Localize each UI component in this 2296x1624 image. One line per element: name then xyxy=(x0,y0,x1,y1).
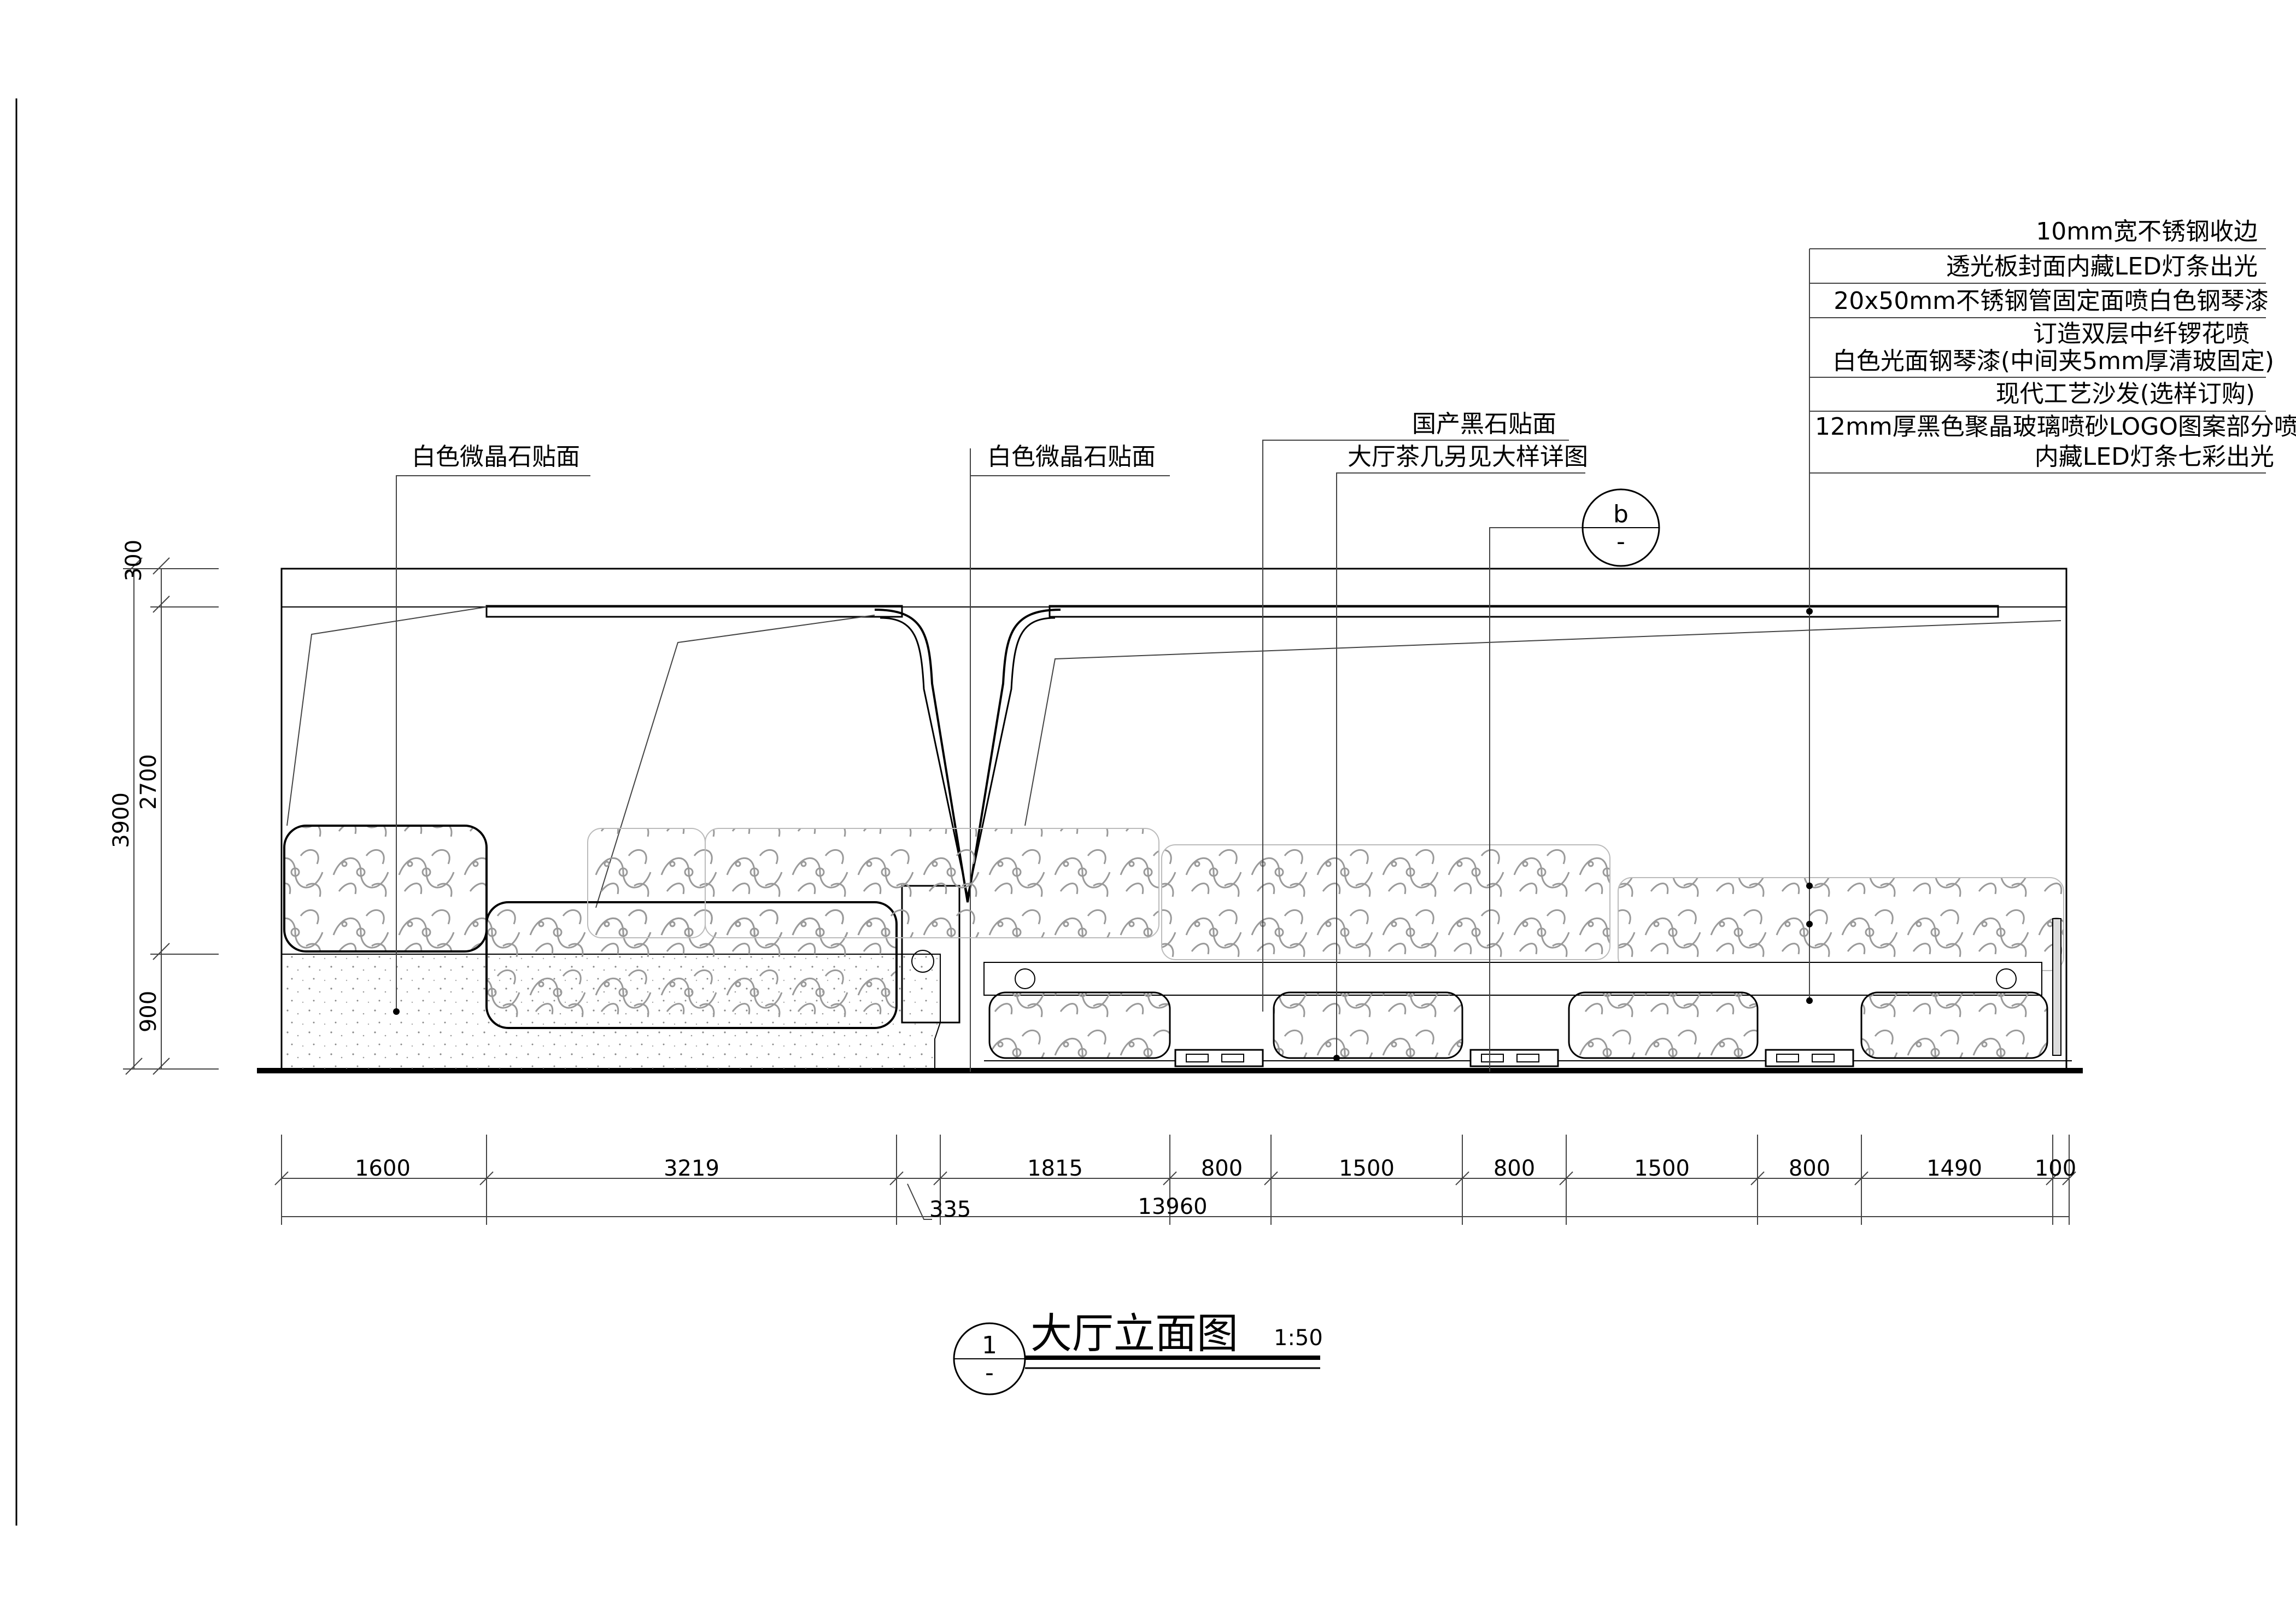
sofa-1 xyxy=(988,991,1171,1059)
dim-h-800-a: 800 xyxy=(1201,1156,1243,1181)
label-black-stone: 国产黑石贴面 xyxy=(1412,410,1556,438)
perspective-line-2 xyxy=(595,615,875,908)
title-number: 1 xyxy=(982,1331,997,1359)
vertical-dimensions: 3900 300 2700 900 xyxy=(109,540,219,1075)
drawing-title: 1 - 大厅立面图 1:50 xyxy=(953,1309,1323,1395)
dim-v-300: 300 xyxy=(121,540,147,581)
left-sofa-back xyxy=(283,825,488,953)
column-base-light xyxy=(911,950,934,973)
right-note-2: 透光板封面内藏LED灯条出光 xyxy=(1946,253,2258,281)
dim-h-1815: 1815 xyxy=(1027,1156,1083,1181)
dim-tick xyxy=(889,1171,904,1185)
label-coffee-table-detail: 大厅茶几另见大样详图 xyxy=(1348,443,1588,471)
sofa-2 xyxy=(1273,991,1463,1059)
dim-offset-335: 335 xyxy=(929,1197,971,1222)
elevation xyxy=(257,448,2083,1073)
dim-tick xyxy=(479,1171,494,1185)
dim-v-2700: 2700 xyxy=(136,754,161,810)
right-note-1: 10mm宽不锈钢收边 xyxy=(2036,218,2258,246)
side-post xyxy=(2052,918,2061,1056)
dim-h-3219: 3219 xyxy=(664,1156,719,1181)
right-note-7: 12mm厚黑色聚晶玻璃喷砂LOGO图案部分喷 xyxy=(1815,413,2296,441)
title-scale: 1:50 xyxy=(1274,1325,1323,1351)
dim-tick xyxy=(274,1171,289,1185)
dim-h-1490: 1490 xyxy=(1926,1156,1982,1181)
dim-tick xyxy=(1455,1171,1469,1185)
sofa-4 xyxy=(1860,991,2048,1059)
right-sofas xyxy=(983,918,2072,1061)
dim-tick xyxy=(1163,1171,1177,1185)
dim-h-800-c: 800 xyxy=(1789,1156,1830,1181)
label-white-crystal-stone-center: 白色微晶石贴面 xyxy=(987,443,1156,471)
section-marker-sub: - xyxy=(1616,528,1625,556)
dim-tick xyxy=(1750,1171,1765,1185)
right-note-8: 内藏LED灯条七彩出光 xyxy=(2035,443,2274,471)
section-marker-letter: b xyxy=(1613,500,1629,528)
right-note-5: 白色光面钢琴漆(中间夹5mm厚清玻固定) xyxy=(1832,347,2274,375)
dim-h-1500-a: 1500 xyxy=(1339,1156,1395,1181)
led-strip-left xyxy=(485,605,903,618)
right-note-4: 订造双层中纤锣花喷 xyxy=(2033,320,2250,348)
right-annotations: 10mm宽不锈钢收边 透光板封面内藏LED灯条出光 20x50mm不锈钢管固定面… xyxy=(1815,218,2296,471)
dim-tick xyxy=(2062,1171,2076,1185)
section-marker-b: b - xyxy=(1582,488,1660,567)
dim-h-1500-b: 1500 xyxy=(1634,1156,1690,1181)
dim-tick xyxy=(1854,1171,1869,1185)
label-white-crystal-stone-left: 白色微晶石贴面 xyxy=(412,443,580,471)
dim-tick xyxy=(933,1171,947,1185)
dim-v-900: 900 xyxy=(136,991,161,1032)
dim-tick xyxy=(2046,1171,2060,1185)
leader-lines xyxy=(393,248,2266,1072)
horizontal-dimensions: 1600 3219 1815 800 1500 800 1500 800 149… xyxy=(274,1135,2076,1225)
dim-h-100: 100 xyxy=(2035,1156,2076,1181)
right-note-6: 现代工艺沙发(选样订购) xyxy=(1996,380,2255,408)
perspective-line-3 xyxy=(1024,620,2061,826)
carved-screen xyxy=(587,828,2064,971)
perspective-line-1 xyxy=(286,606,487,826)
title-sub: - xyxy=(985,1359,994,1387)
title-name: 大厅立面图 xyxy=(1030,1309,1238,1358)
dim-v-total: 3900 xyxy=(109,792,134,848)
sofa-3 xyxy=(1568,991,1759,1059)
dim-tick xyxy=(1264,1171,1278,1185)
coffee-tables xyxy=(1174,1049,1854,1067)
led-strip-right xyxy=(1049,605,1999,618)
right-note-3: 20x50mm不锈钢管固定面喷白色钢琴漆 xyxy=(1834,287,2269,315)
dim-tick xyxy=(1559,1171,1573,1185)
dim-h-800-b: 800 xyxy=(1493,1156,1535,1181)
dim-h-1600: 1600 xyxy=(355,1156,411,1181)
dim-total-13960: 13960 xyxy=(1138,1194,1207,1219)
